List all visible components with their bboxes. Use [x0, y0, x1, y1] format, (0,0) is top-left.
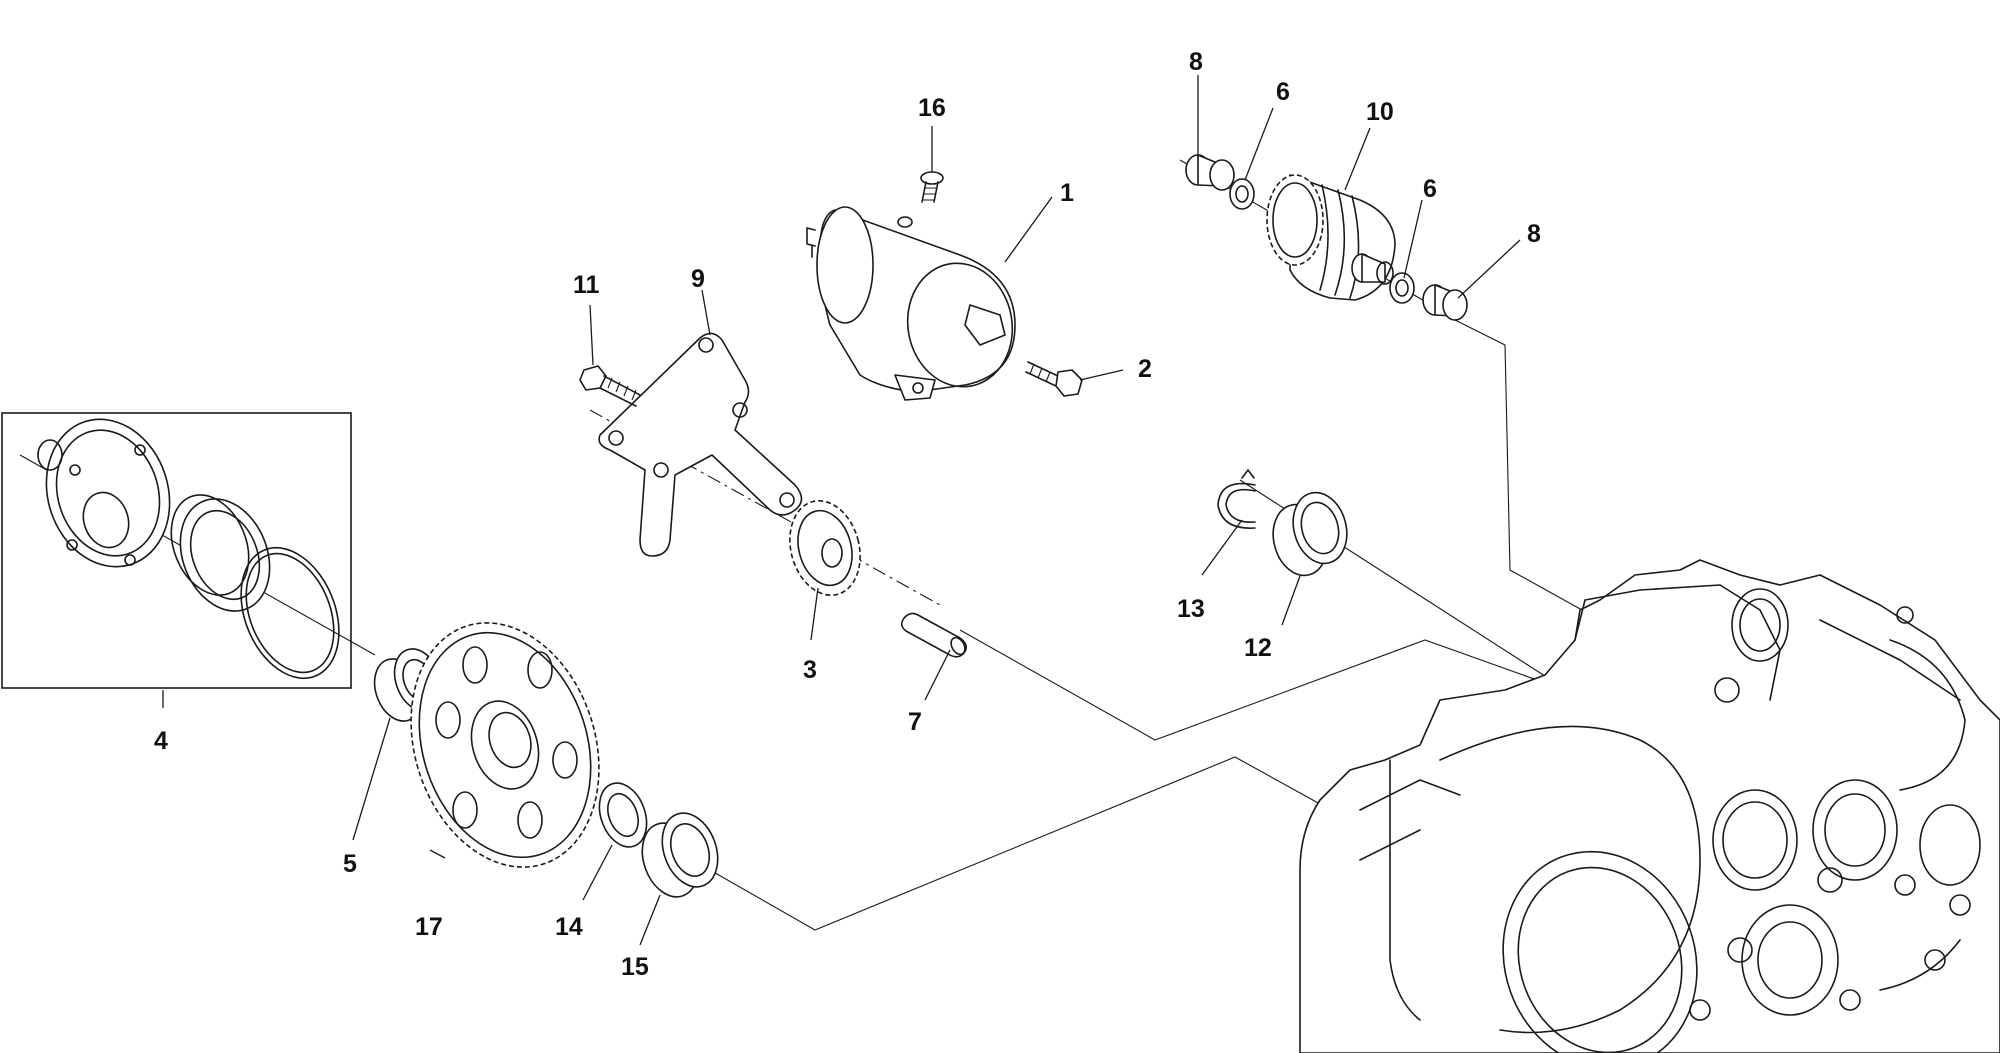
circlip	[1217, 469, 1256, 529]
callout-1: 1	[1060, 179, 1074, 207]
callout-5: 5	[343, 850, 357, 878]
thrust-washer	[598, 782, 648, 848]
crankcase-bushing	[1272, 491, 1348, 577]
callout-8a: 8	[1189, 48, 1203, 76]
intermediate-gear	[789, 500, 861, 596]
mounting-bracket	[598, 332, 803, 557]
washer-6-left	[1229, 178, 1255, 210]
callout-labels: 1 2 3 4 5 6 6 7 8 8 9 10 11 12 13 14 15 …	[154, 48, 1541, 981]
roller-cage	[170, 494, 271, 612]
callout-17: 17	[415, 913, 443, 941]
callout-3: 3	[803, 656, 817, 684]
washer-6-right	[1389, 272, 1415, 304]
callout-4: 4	[154, 727, 168, 755]
starter-clutch-kit-box	[1, 412, 352, 689]
callout-7: 7	[908, 708, 922, 736]
leader-lines	[162, 75, 1521, 946]
callout-13: 13	[1177, 595, 1205, 623]
callout-6b: 6	[1423, 175, 1437, 203]
driven-gear	[410, 622, 600, 868]
callout-16: 16	[918, 94, 946, 122]
starter-motor	[806, 206, 1016, 401]
callout-12: 12	[1244, 634, 1272, 662]
motor-bolt-2	[1025, 361, 1083, 397]
callout-11: 11	[573, 271, 600, 299]
callout-6a: 6	[1276, 78, 1290, 106]
motor-screw-16	[920, 171, 944, 203]
callout-15: 15	[621, 953, 649, 981]
gear-shaft-pin	[900, 612, 968, 658]
starter-clutch-housing	[37, 418, 171, 568]
kit-circlip	[240, 546, 340, 680]
bushing-8-left	[1185, 154, 1235, 191]
gear-bushing	[641, 812, 719, 898]
callout-9: 9	[691, 265, 705, 293]
bracket-bolt	[579, 365, 641, 407]
callout-10: 10	[1366, 98, 1394, 126]
reduction-gear	[1266, 174, 1396, 301]
crankcase	[1299, 559, 2000, 1053]
callout-2: 2	[1138, 355, 1152, 383]
callout-8b: 8	[1527, 220, 1541, 248]
callout-14: 14	[555, 913, 583, 941]
bushing-8-right	[1422, 284, 1468, 321]
